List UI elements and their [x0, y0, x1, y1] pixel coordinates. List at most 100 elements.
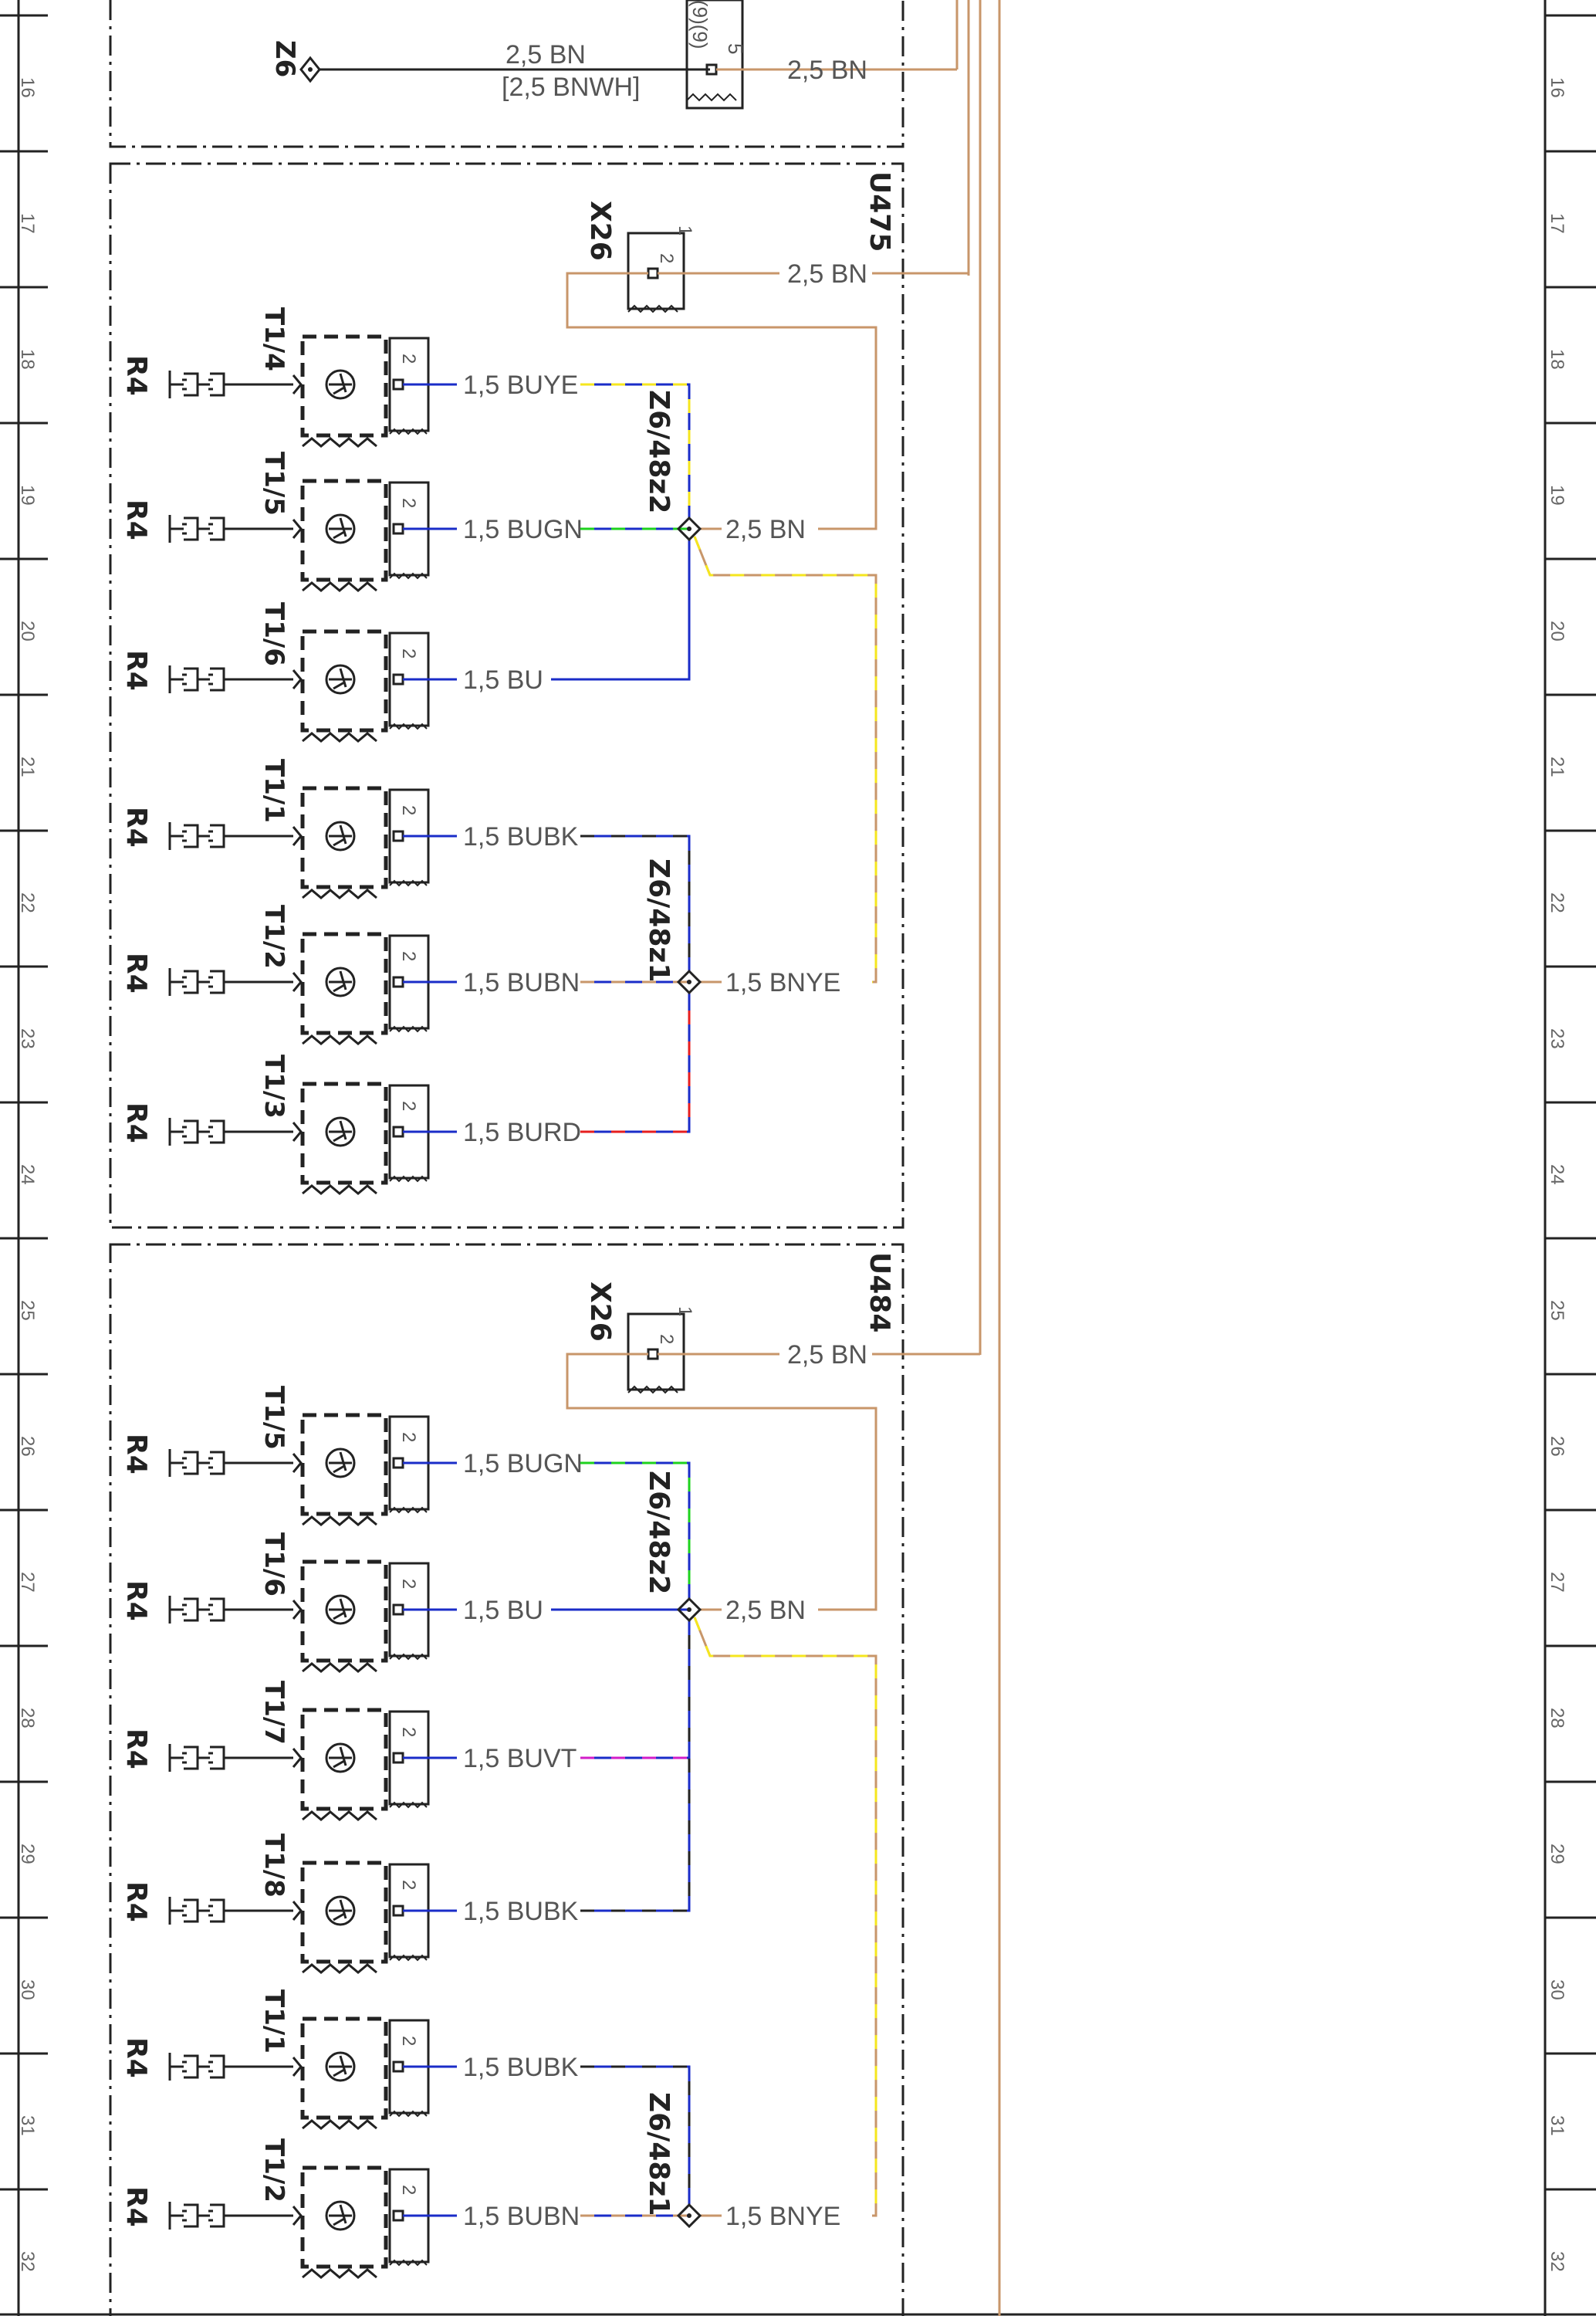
sensor-icon — [325, 369, 356, 400]
row-number-left: 31 — [17, 2115, 38, 2136]
row-number-right: 17 — [1547, 213, 1567, 234]
row-number-left: 23 — [17, 1028, 38, 1049]
splice-label: Z6/48z1 — [643, 858, 675, 982]
row-number-left: 32 — [17, 2251, 38, 2272]
row-number-right: 28 — [1547, 1708, 1567, 1729]
plug-label: R4 — [120, 2186, 152, 2227]
plug-icon — [168, 1596, 184, 1624]
plug-label: R4 — [120, 1729, 152, 1769]
plug-icon — [168, 2202, 184, 2230]
wire-bugn — [580, 1461, 691, 1599]
connector-pin: 2 — [656, 253, 677, 263]
wire-label-right: 2,5 BN — [787, 56, 867, 85]
connector-pin: 2 — [398, 2185, 419, 2195]
row-number-left: 26 — [17, 1436, 38, 1457]
connector-label: X26 — [584, 1282, 616, 1342]
row-number-right: 32 — [1547, 2251, 1567, 2272]
connector-pin: 2 — [398, 1579, 419, 1589]
sensor: R4 T1/5 2 — [120, 1386, 430, 1526]
connector-pin: 2 — [398, 1880, 419, 1890]
wire-buvt — [580, 1620, 691, 1759]
row-number-left: 27 — [17, 1572, 38, 1593]
connector — [627, 232, 685, 310]
wire-burd — [580, 993, 691, 1133]
wire-label: 2,5 BN — [787, 259, 867, 289]
wire-label: 2,5 BN — [725, 1596, 806, 1625]
plug-label: R4 — [120, 1580, 152, 1621]
wire-label-alt: [2,5 BNWH] — [502, 73, 640, 102]
connector — [627, 1312, 685, 1391]
row-number-left: 25 — [17, 1300, 38, 1321]
wire-label: 1,5 BNYE — [725, 2202, 840, 2231]
terminal-label: T1/6 — [259, 1532, 289, 1596]
plug-label: R4 — [120, 1434, 152, 1475]
row-number-right: 25 — [1547, 1300, 1567, 1321]
plug-label: R4 — [120, 2037, 152, 2078]
connector-pin: 2 — [398, 1432, 419, 1442]
connector-pin: 2 — [398, 498, 419, 508]
terminal-label: T1/2 — [259, 2138, 289, 2203]
wire-label: 1,5 BUVT — [463, 1744, 577, 1773]
row-number-right: 16 — [1547, 77, 1567, 98]
terminal-label: T1/7 — [259, 1681, 289, 1745]
plug-icon — [168, 665, 184, 693]
sensor-box — [300, 1082, 388, 1185]
plug-icon — [168, 1897, 184, 1925]
row-number-right: 27 — [1547, 1572, 1567, 1593]
wire-label: 1,5 BNYE — [725, 968, 840, 997]
row-number-left: 20 — [17, 621, 38, 642]
connector-pin: 2 — [398, 1101, 419, 1111]
row-number-right: 26 — [1547, 1436, 1567, 1457]
sensor-box — [300, 1559, 388, 1663]
row-number-right: 24 — [1547, 1164, 1567, 1185]
wire-label: 1,5 BURD — [463, 1118, 581, 1147]
plug-icon — [168, 968, 184, 996]
row-number-left: 21 — [17, 757, 38, 777]
wire-label: 2,5 BN — [787, 1340, 867, 1370]
plug-icon — [168, 2053, 184, 2081]
terminal-label: T1/5 — [259, 1386, 289, 1450]
wire-bnye — [693, 1617, 877, 2217]
sensor-icon — [325, 513, 356, 544]
connector-pin: 2 — [398, 354, 419, 364]
sensor-box — [300, 1861, 388, 1964]
sensor-icon — [325, 1116, 356, 1147]
plug-label: R4 — [120, 807, 152, 848]
plug-label: R4 — [120, 499, 152, 540]
top-section: Z6 2,5 BN [2,5 BNWH] (9)(9) 5 2,5 BN — [109, 0, 959, 148]
row-number-right: 18 — [1547, 349, 1567, 370]
sensor-icon — [325, 2200, 356, 2231]
splice-icon — [676, 1596, 702, 1623]
terminal-label: T1/4 — [259, 307, 289, 371]
row-number-left: 24 — [17, 1164, 38, 1185]
plug-icon — [168, 515, 184, 543]
terminal-label: T1/2 — [259, 905, 289, 969]
sensor-icon — [325, 821, 356, 852]
wire-label: 1,5 BUBK — [463, 822, 579, 852]
row-number-left: 30 — [17, 1979, 38, 2000]
row-number-left: 16 — [17, 77, 38, 98]
row-number-right: 30 — [1547, 1979, 1567, 2000]
terminal-label: T1/1 — [259, 1989, 289, 2054]
wire-label: 2,5 BN — [725, 515, 806, 544]
wire-label: 2,5 BN — [506, 40, 586, 69]
sensor-box — [300, 2165, 388, 2269]
wire-bubk — [580, 2065, 691, 2205]
sensor-icon — [325, 2051, 356, 2082]
ground-label: Z6 — [269, 40, 300, 77]
sensor: R4 T1/6 2 — [120, 1532, 430, 1673]
wire-bubk — [580, 835, 691, 971]
sensor-icon — [325, 1742, 356, 1773]
wire-label: 1,5 BUBN — [463, 2202, 580, 2231]
sensor-box — [300, 1413, 388, 1516]
splice-label: Z6/48z2 — [643, 1471, 675, 1594]
